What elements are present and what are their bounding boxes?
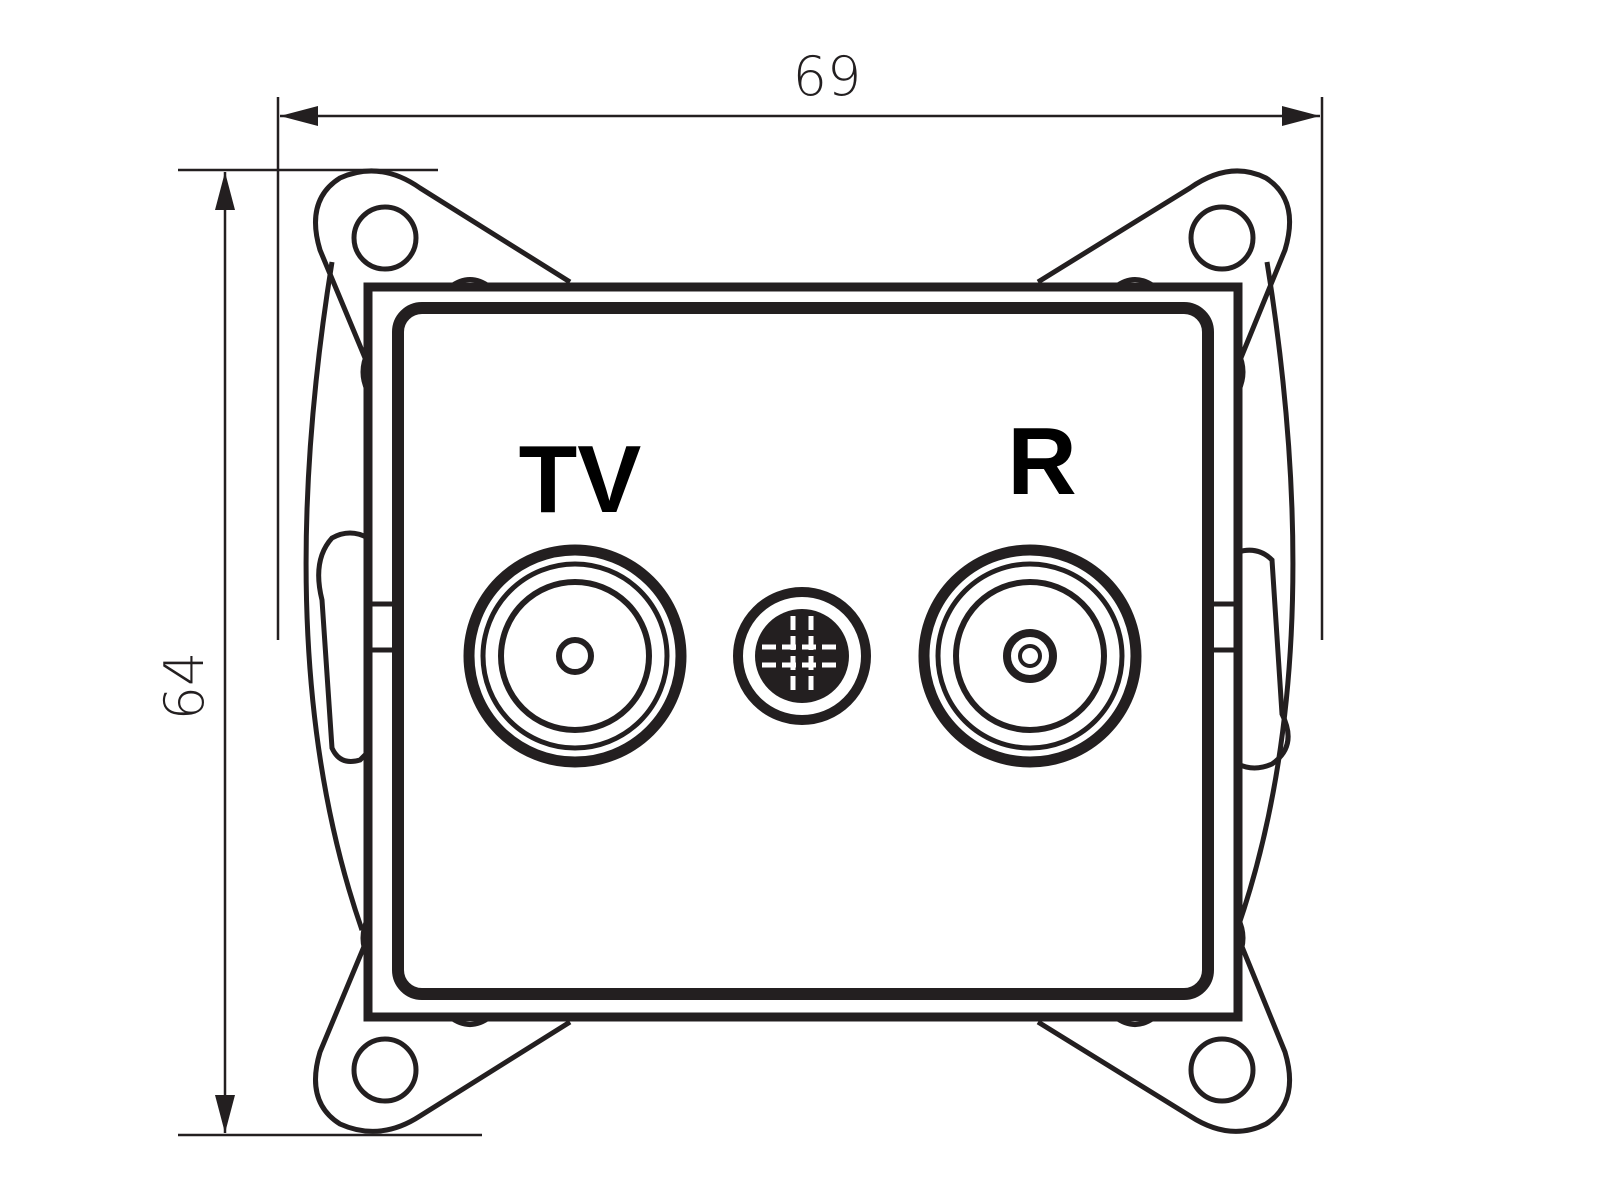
height-arrow-bottom bbox=[215, 1095, 235, 1133]
center-screw bbox=[733, 587, 871, 725]
ear-bottom-right bbox=[1036, 936, 1293, 1134]
radio-connector-pin-inner bbox=[1018, 644, 1042, 668]
center-screw-head bbox=[755, 609, 849, 703]
radio-socket-label: R bbox=[1007, 408, 1076, 515]
tv-connector-pin bbox=[556, 637, 594, 675]
height-arrow-top bbox=[215, 172, 235, 210]
screw-hole-top-left bbox=[351, 204, 419, 272]
width-arrow-left bbox=[280, 106, 318, 126]
ear-top-right bbox=[1036, 168, 1293, 366]
screw-hole-bottom-right bbox=[1188, 1036, 1256, 1104]
tv-connector bbox=[463, 544, 687, 768]
width-arrow-right bbox=[1282, 106, 1320, 126]
claw-left bbox=[316, 530, 370, 764]
center-screw-cross bbox=[762, 616, 842, 696]
radio-connector-outer-ring bbox=[918, 544, 1142, 768]
tv-connector-ring-2 bbox=[480, 561, 670, 751]
width-dimension bbox=[276, 97, 1324, 640]
radio-connector bbox=[918, 544, 1142, 768]
mounting-frame bbox=[303, 168, 1296, 1134]
ear-top-left bbox=[313, 168, 572, 366]
claw-right bbox=[1236, 547, 1291, 771]
height-dimension-label: 64 bbox=[153, 652, 216, 721]
center-screw-ring bbox=[733, 587, 871, 725]
screw-hole-top-right bbox=[1188, 204, 1256, 272]
radio-connector-pin-outer bbox=[1003, 629, 1057, 683]
tv-socket-label: TV bbox=[519, 426, 642, 533]
frame-right-arc bbox=[1234, 261, 1296, 931]
screw-hole-bottom-left bbox=[351, 1036, 419, 1104]
tv-connector-ring-3 bbox=[498, 579, 652, 733]
frame-left-arc bbox=[303, 261, 365, 931]
ear-bottom-left bbox=[313, 936, 572, 1134]
radio-connector-ring-2 bbox=[935, 561, 1125, 751]
radio-connector-ring-3 bbox=[953, 579, 1107, 733]
cover-plate bbox=[392, 302, 1214, 1000]
tv-connector-outer-ring bbox=[463, 544, 687, 768]
height-dimension bbox=[178, 168, 482, 1137]
width-dimension-label: 69 bbox=[793, 45, 862, 108]
